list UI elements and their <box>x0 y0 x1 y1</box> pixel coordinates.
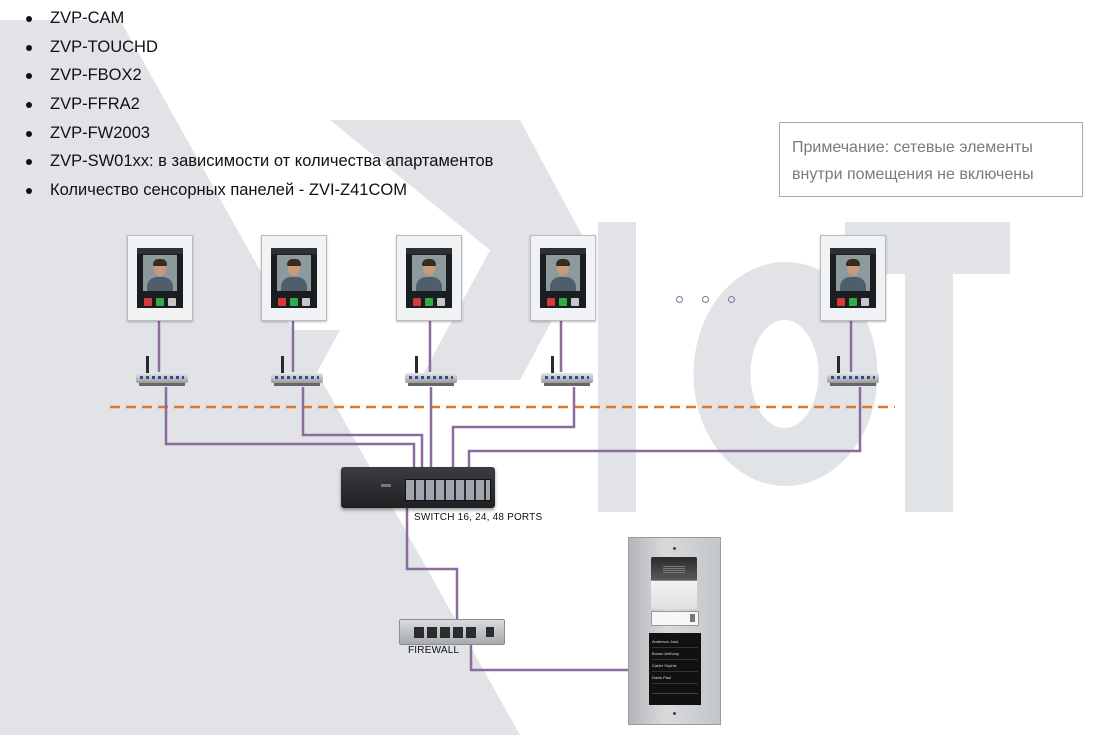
bullet-icon <box>26 188 32 195</box>
door-station-screen: Anderson Jack Brown Anthony Carter Sophi… <box>649 633 701 705</box>
router-icon <box>271 356 323 388</box>
firewall-icon <box>399 619 505 645</box>
touch-panel-icon <box>271 248 317 308</box>
touch-panel <box>820 235 886 321</box>
bullet-icon <box>26 159 32 166</box>
name-tag <box>651 611 699 626</box>
touch-panel <box>261 235 327 321</box>
firewall-label: FIREWALL <box>408 645 460 656</box>
firewall-doorstation-cable <box>469 643 628 672</box>
switch-label: SWITCH 16, 24, 48 PORTS <box>414 512 543 523</box>
list-item: Количество сенсорных панелей - ZVI-Z41CO… <box>22 176 493 205</box>
network-switch-icon <box>341 467 495 508</box>
router-icon <box>827 356 879 388</box>
router-icon <box>541 356 593 388</box>
switch-firewall-cable <box>405 508 459 625</box>
list-item: ZVP-TOUCHD <box>22 33 493 62</box>
list-item: ZVP-CAM <box>22 4 493 33</box>
screen-nav-bar <box>652 693 698 702</box>
note-line: внутри помещения не включены <box>792 166 1034 183</box>
list-item: ZVP-SW01xx: в зависимости от количества … <box>22 147 493 176</box>
contact-row: Brown Anthony <box>652 648 698 660</box>
bullet-icon <box>26 130 32 137</box>
touch-panel-icon <box>540 248 586 308</box>
list-item: ZVP-FFRA2 <box>22 90 493 119</box>
note-box: Примечание: сетевые элементы внутри поме… <box>779 122 1083 197</box>
bullet-icon <box>26 73 32 80</box>
touch-panel-icon <box>406 248 452 308</box>
router-icon <box>136 356 188 388</box>
camera-icon <box>651 557 697 609</box>
contact-row: Davis Paul <box>652 672 698 684</box>
touch-panel <box>396 235 462 321</box>
more-panels-ellipsis-icon <box>676 296 740 304</box>
list-item: ZVP-FBOX2 <box>22 61 493 90</box>
router-cable-5 <box>467 387 862 490</box>
contact-row: Anderson Jack <box>652 636 698 648</box>
bullet-icon <box>26 16 32 22</box>
bullet-icon <box>26 44 32 51</box>
component-list: ZVP-CAM ZVP-TOUCHD ZVP-FBOX2 ZVP-FFRA2 Z… <box>22 4 493 205</box>
touch-panel <box>530 235 596 321</box>
bullet-icon <box>26 102 32 109</box>
note-line: Примечание: сетевые элементы <box>792 139 1033 156</box>
contact-row: Carter Sophie <box>652 660 698 672</box>
router-icon <box>405 356 457 388</box>
touch-panel <box>127 235 193 321</box>
touch-panel-icon <box>830 248 876 308</box>
touch-panel-icon <box>137 248 183 308</box>
router-cable-2 <box>301 387 424 490</box>
list-item: ZVP-FW2003 <box>22 119 493 148</box>
door-station-icon: Anderson Jack Brown Anthony Carter Sophi… <box>628 537 721 725</box>
router-cable-4 <box>451 387 576 490</box>
